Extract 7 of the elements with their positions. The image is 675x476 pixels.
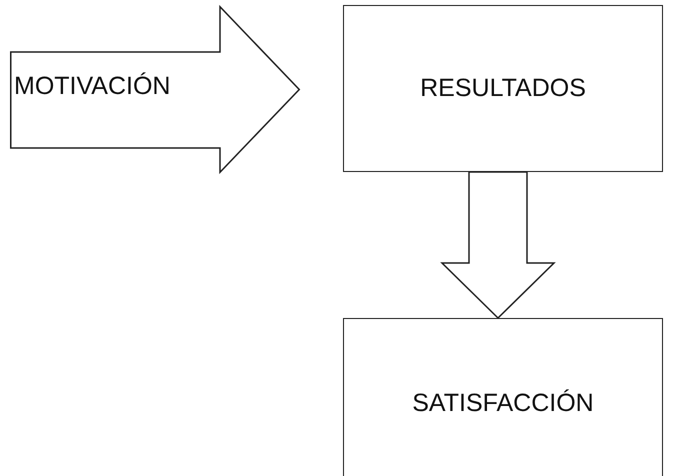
node-label: SATISFACCIÓN xyxy=(412,388,594,418)
node-label: RESULTADOS xyxy=(420,74,586,103)
arrow-shape xyxy=(10,6,300,173)
process-box xyxy=(343,318,663,476)
block-arrow xyxy=(440,171,556,320)
process-box xyxy=(343,5,663,172)
node-label: MOTIVACIÓN xyxy=(13,72,170,101)
